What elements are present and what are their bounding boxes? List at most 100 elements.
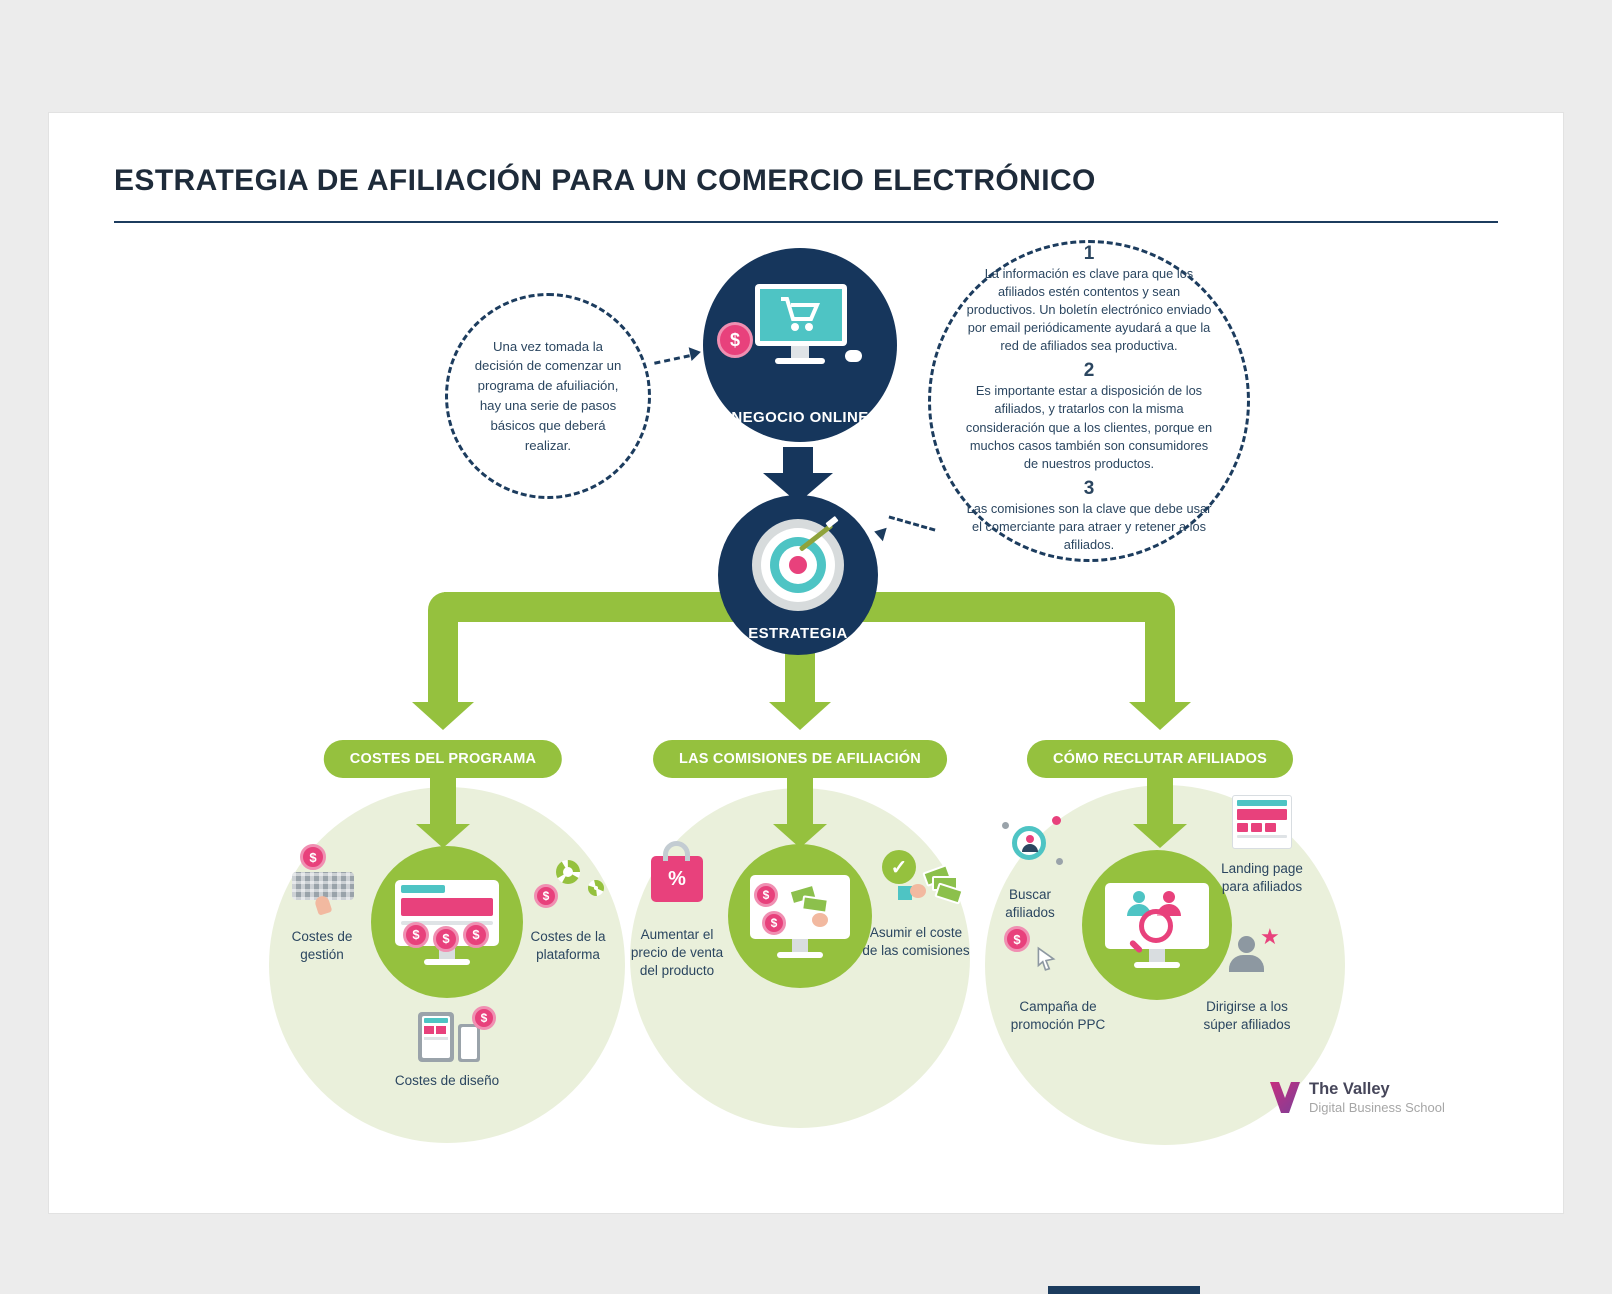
key-number-3: 3 — [1083, 477, 1095, 499]
cart-icon — [781, 297, 821, 331]
target-bullseye — [789, 556, 807, 574]
dollar-glyph: $ — [770, 915, 778, 930]
phone-icon — [458, 1024, 480, 1062]
label-buscar-afiliados: Buscar afiliados — [1005, 887, 1055, 920]
dollar-coin-icon: $ — [403, 921, 429, 948]
reclutar-arrowhead — [1133, 824, 1187, 848]
person-icon — [1163, 890, 1175, 903]
page-edge-mark — [1048, 1286, 1200, 1294]
monitor-base — [424, 958, 470, 965]
label-costes-plataforma: Costes de la plataforma — [530, 929, 606, 962]
connector-arrowhead-left — [412, 702, 474, 730]
pill-costes-del-programa: COSTES DEL PROGRAMA — [323, 740, 563, 778]
costes-arrowhead — [416, 824, 470, 848]
super-affiliate-body — [1229, 955, 1264, 972]
costes-arrow-stem — [430, 778, 456, 826]
monitor-base — [777, 951, 823, 958]
keys-callout: 1 La información es clave para que los a… — [928, 240, 1250, 562]
tablet-screen — [422, 1016, 450, 1058]
monitor-screen: $ $ — [750, 874, 850, 939]
key-text-1: La información es clave para que los afi… — [966, 265, 1212, 354]
connector-arrowhead-center — [769, 702, 831, 730]
search-affiliates-icon — [1012, 826, 1046, 860]
magnifier-icon — [1139, 908, 1173, 943]
person-icon — [1026, 835, 1034, 843]
costes-illustration: $ $ $ — [371, 846, 523, 998]
gear-icon — [556, 860, 580, 884]
hand-icon — [910, 884, 926, 898]
target-icon — [752, 519, 844, 611]
monitor-base — [1134, 961, 1180, 968]
key-number-1: 1 — [1083, 242, 1095, 264]
pill-como-reclutar: CÓMO RECLUTAR AFILIADOS — [1026, 740, 1294, 778]
dollar-glyph: $ — [762, 887, 770, 902]
dollar-glyph: $ — [412, 927, 420, 942]
cursor-click-icon — [1037, 946, 1056, 971]
estrategia-node: ESTRATEGIA — [718, 495, 878, 655]
hand-icon — [812, 912, 828, 927]
phone-screen — [461, 1027, 477, 1059]
tablet-bar — [424, 1018, 448, 1023]
logo-subtitle: Digital Business School — [1309, 1099, 1445, 1115]
dollar-coin-icon: $ — [717, 322, 753, 358]
page-block — [1251, 823, 1262, 832]
monitor-costs-icon: $ $ $ — [395, 879, 499, 965]
dollar-coin-icon: $ — [762, 910, 786, 935]
label-campana-ppc: Campaña de promoción PPC — [1010, 999, 1106, 1032]
page-header-band — [1237, 809, 1287, 820]
connector-arrowhead-right — [1129, 702, 1191, 730]
dollar-coin-icon: $ — [1004, 926, 1030, 952]
star-glyph: ★ — [1260, 924, 1280, 949]
dollar-glyph: $ — [309, 849, 317, 865]
label-super-afiliados: Dirigirse a los súper afiliados — [1203, 999, 1291, 1032]
price-bag-icon: % — [651, 841, 703, 902]
monitor-screen — [760, 289, 842, 341]
reclutar-arrow-stem — [1147, 778, 1173, 826]
label-aumentar-precio: Aumentar el precio de venta del producto — [630, 927, 724, 978]
target-ring-inner — [779, 546, 817, 584]
dollar-glyph: $ — [729, 329, 740, 350]
page-block — [1265, 823, 1276, 832]
logo-text: The Valley Digital Business School — [1309, 1080, 1445, 1115]
network-dot — [1052, 816, 1061, 825]
tablet-icon — [418, 1012, 454, 1062]
keyboard-icon — [292, 872, 354, 900]
landing-page-icon — [1232, 795, 1292, 849]
magnifier-handle — [1128, 938, 1144, 954]
dollar-coin-icon: $ — [472, 1006, 496, 1030]
monitor-screen: $ $ $ — [395, 879, 499, 952]
page-blocks — [1237, 823, 1287, 832]
monitor-stand — [791, 346, 809, 358]
label-costes-diseno: Costes de diseño — [394, 1073, 500, 1088]
super-affiliate-icon — [1238, 936, 1255, 953]
dollar-coin-icon: $ — [300, 844, 326, 870]
screen-browser-bar — [401, 884, 445, 893]
monitor-stand — [1149, 948, 1165, 962]
person-icon — [1133, 890, 1145, 903]
person-body — [1022, 844, 1038, 852]
screen-text-line — [401, 920, 493, 925]
comisiones-illustration: $ $ — [728, 844, 872, 988]
percent-glyph: % — [668, 867, 686, 890]
star-icon: ★ — [1260, 926, 1280, 948]
label-costes-gestion: Costes de gestión — [291, 929, 353, 962]
page-text-line — [1237, 835, 1287, 838]
monitor-recruit-icon — [1105, 882, 1209, 968]
monitor-screen — [1105, 882, 1209, 954]
intro-callout-text: Una vez tomada la decisión de comenzar u… — [474, 338, 622, 453]
dollar-glyph: $ — [542, 889, 550, 903]
key-text-3: Las comisiones son la clave que debe usa… — [966, 500, 1212, 553]
dollar-coin-icon: $ — [754, 882, 778, 907]
gear-icon-small — [588, 880, 604, 896]
check-icon: ✓ — [882, 850, 916, 884]
tablet-blocks — [424, 1026, 448, 1034]
comisiones-arrow-stem — [787, 778, 813, 826]
target-ring-white — [761, 528, 835, 602]
check-glyph: ✓ — [890, 856, 908, 879]
monitor-money-icon: $ $ — [750, 874, 850, 958]
reclutar-illustration — [1082, 850, 1232, 1000]
monitor-stand — [792, 938, 808, 952]
dollar-coin-icon: $ — [433, 925, 459, 952]
monitor-cart-icon — [755, 284, 847, 346]
